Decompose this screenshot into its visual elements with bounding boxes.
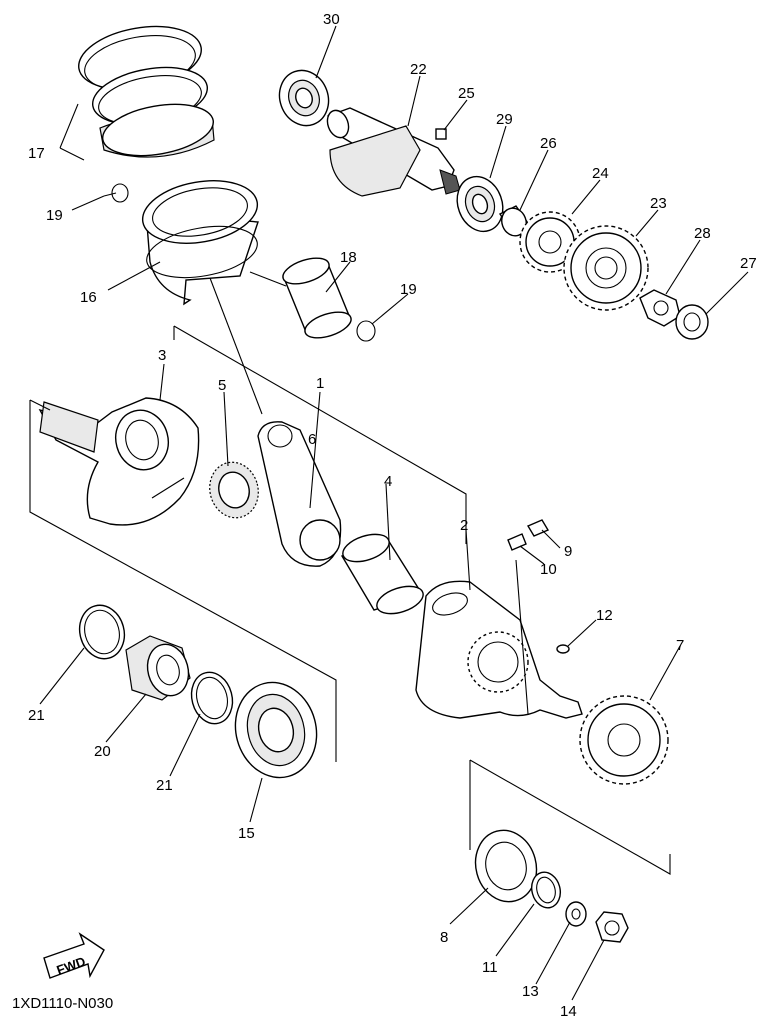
circlip-11 [530,871,562,909]
connecting-rod [257,421,342,567]
label-2: 2 [460,517,468,534]
label-14: 14 [560,1003,577,1020]
label-6: 6 [308,431,316,448]
crank-pin [340,533,424,615]
diagram-code: 1XD1110-N030 [12,995,113,1012]
label-16: 16 [80,289,97,306]
label-21-left: 21 [28,707,45,724]
label-17: 17 [28,145,45,162]
gear-23 [563,225,649,311]
label-8: 8 [440,929,448,946]
label-10: 10 [540,561,557,578]
label-11: 11 [482,959,498,976]
circlip-21-right [190,671,234,725]
label-28: 28 [694,225,711,242]
label-30: 30 [323,11,340,28]
label-24: 24 [592,165,609,182]
pin-10 [507,533,527,551]
label-18: 18 [340,249,357,266]
label-3: 3 [158,347,166,364]
label-4: 4 [384,473,392,490]
label-26: 26 [540,135,557,152]
crank-left [38,397,200,526]
circlip-21-left [78,604,126,660]
main-bearing-15 [234,681,318,779]
nut-14 [595,911,629,943]
fwd-arrow: FWD [43,932,105,979]
leader-lines [39,25,749,1001]
label-23: 23 [650,195,667,212]
label-15: 15 [238,825,255,842]
label-12: 12 [596,607,613,624]
label-21-right: 21 [156,777,173,794]
label-13: 13 [522,983,539,1000]
spring-9 [526,519,550,537]
label-9: 9 [564,543,572,560]
piston-pin [282,257,352,339]
piston-rings [78,25,215,158]
key-25 [435,128,447,140]
crank-right [415,580,583,719]
label-27: 27 [740,255,757,272]
collar-26 [498,205,532,237]
bearing-29 [456,175,504,233]
lock-washer-28 [639,289,681,327]
label-25: 25 [458,85,475,102]
label-1: 1 [316,375,324,392]
label-20: 20 [94,743,111,760]
oil-seal-20 [125,635,191,701]
nut-27 [675,304,709,340]
piston-pin-clip-top [111,183,129,203]
plate-8 [474,829,538,903]
assembly-lines [29,192,671,875]
label-7: 7 [676,637,684,654]
label-5: 5 [218,377,226,394]
part-labels: 30 22 25 29 26 24 23 28 27 17 19 16 18 1… [28,11,757,1020]
primary-drive-gear [579,695,669,785]
balancer-shaft [326,107,461,197]
label-29: 29 [496,111,513,128]
label-19-right: 19 [400,281,417,298]
needle-bearing [209,461,259,519]
bearing-30 [278,69,330,127]
label-22: 22 [410,61,427,78]
washer-13 [565,901,587,927]
piston [141,180,259,306]
label-19-top: 19 [46,207,63,224]
key-12 [556,644,570,654]
piston-pin-clip-right [356,320,376,342]
